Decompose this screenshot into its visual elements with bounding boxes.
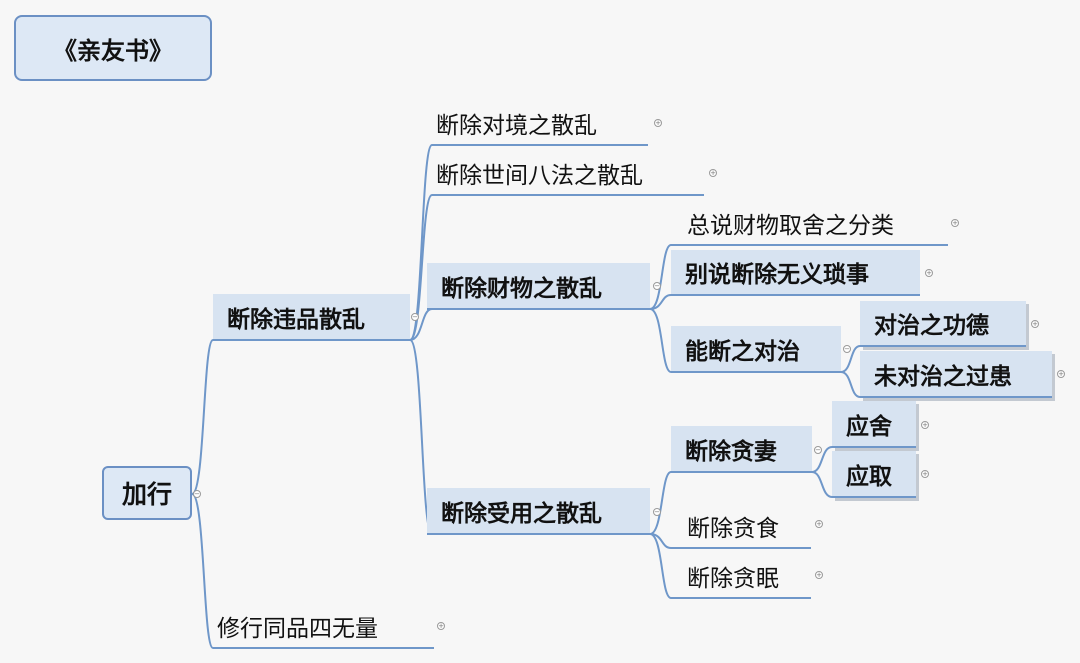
connector-n1_3_3-to-a <box>840 345 861 373</box>
connector-root-to-n1 <box>191 339 214 495</box>
connector-n1_3_3-to-b <box>840 371 861 398</box>
node-n1_3_3_2[interactable]: 未对治之过患 <box>860 351 1052 398</box>
connector-n1_4_1-to-b <box>811 471 833 498</box>
expand-toggle-icon[interactable]: + <box>921 470 929 478</box>
collapse-toggle-icon[interactable]: − <box>193 490 201 498</box>
expand-toggle-icon[interactable]: + <box>925 269 933 277</box>
connector-n1_3-to-n1_3_2 <box>649 294 672 310</box>
root-node[interactable]: 加行 <box>102 466 192 520</box>
collapse-toggle-icon[interactable]: − <box>814 446 822 454</box>
expand-toggle-icon[interactable]: + <box>654 119 662 127</box>
node-n2[interactable]: 修行同品四无量 <box>213 604 434 649</box>
connector-n1-to-n1_2 <box>409 194 433 341</box>
expand-toggle-icon[interactable]: + <box>1031 320 1039 328</box>
node-n1_3[interactable]: 断除财物之散乱 <box>427 263 650 310</box>
connector-n1_3-to-n1_3_3 <box>649 308 672 373</box>
connector-n1_4_1-to-a <box>811 446 833 473</box>
connector-n1_4-to-n1_4_3 <box>649 533 672 599</box>
node-n1_3_3_1[interactable]: 对治之功德 <box>860 301 1026 347</box>
node-n1_3_1[interactable]: 总说财物取舍之分类 <box>671 201 948 246</box>
node-n1_4_1[interactable]: 断除贪妻 <box>671 426 812 473</box>
collapse-toggle-icon[interactable]: − <box>843 345 851 353</box>
connector-root-to-n2 <box>191 493 214 649</box>
node-n1_4_3[interactable]: 断除贪眠 <box>671 554 811 599</box>
collapse-toggle-icon[interactable]: − <box>653 508 661 516</box>
connector-n1_4-to-n1_4_1 <box>649 471 672 535</box>
expand-toggle-icon[interactable]: + <box>815 520 823 528</box>
node-n1_3_3[interactable]: 能断之对治 <box>671 326 841 373</box>
collapse-toggle-icon[interactable]: − <box>411 313 419 321</box>
expand-toggle-icon[interactable]: + <box>921 421 929 429</box>
expand-toggle-icon[interactable]: + <box>951 219 959 227</box>
expand-toggle-icon[interactable]: + <box>709 169 717 177</box>
expand-toggle-icon[interactable]: + <box>437 622 445 630</box>
node-n1_4[interactable]: 断除受用之散乱 <box>427 488 650 535</box>
expand-toggle-icon[interactable]: + <box>1057 370 1065 378</box>
node-n1_4_1_2[interactable]: 应取 <box>832 451 916 498</box>
collapse-toggle-icon[interactable]: − <box>653 282 661 290</box>
node-n1_4_1_1[interactable]: 应舍 <box>832 401 916 448</box>
expand-toggle-icon[interactable]: + <box>815 571 823 579</box>
node-n1[interactable]: 断除违品散乱 <box>213 294 410 341</box>
node-n1_4_2[interactable]: 断除贪食 <box>671 504 811 549</box>
connector-n1_3-to-n1_3_1 <box>649 244 672 310</box>
node-n1_1[interactable]: 断除对境之散乱 <box>432 101 648 146</box>
node-n1_3_2[interactable]: 别说断除无义琐事 <box>671 250 920 296</box>
document-title: 《亲友书》 <box>14 15 212 81</box>
node-n1_2[interactable]: 断除世间八法之散乱 <box>432 151 704 196</box>
